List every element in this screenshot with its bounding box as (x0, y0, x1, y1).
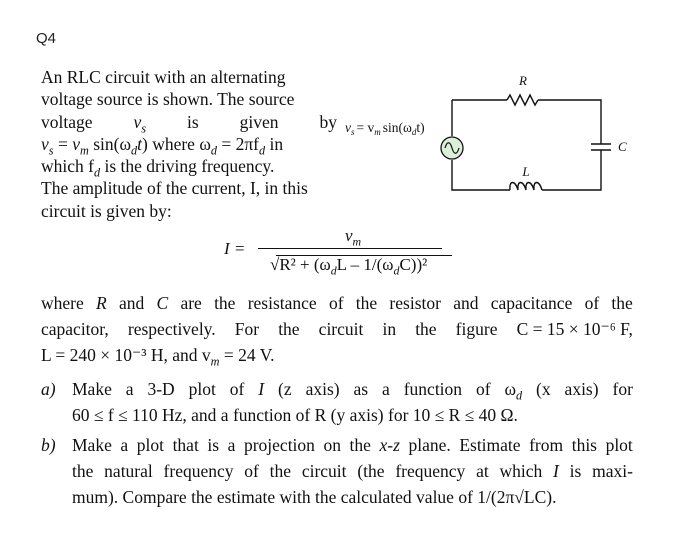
paragraph-line-1: where R and C are the resistance of the … (41, 293, 633, 313)
wire-bottom (451, 160, 510, 191)
intro-line-4: vs = vm sin(ωdt) where ωd = 2πfd in (41, 133, 284, 158)
intro-text: An RLC circuit with an alternating volta… (41, 66, 337, 222)
current-amplitude-formula: I = vm √R² + (ωdL – 1/(ωdC))² (0, 226, 700, 284)
formula-denominator: √R² + (ωdL – 1/(ωdC))² (270, 255, 428, 278)
intro-line-3: voltage vs is given by (41, 111, 337, 136)
formula-lhs: I = (224, 239, 246, 258)
inductor-label: L (521, 164, 529, 179)
word: by (319, 111, 337, 132)
item-a-line-1: Make a 3-D plot of I (z axis) as a funct… (72, 379, 633, 403)
wire-top-right (538, 99, 602, 144)
intro-line-7: circuit is given by: (41, 200, 172, 221)
word: given (239, 111, 279, 132)
sine-wave-icon (444, 142, 460, 154)
capacitor-label: C (618, 139, 627, 154)
intro-line-6: The amplitude of the current, I, in this (41, 178, 308, 199)
word-v-s: vs (133, 111, 147, 136)
item-b-line-2: the natural frequency of the circuit (th… (72, 461, 633, 481)
radical-overline (276, 255, 452, 256)
wire-right-bottom (542, 150, 602, 191)
inductor-symbol (509, 181, 543, 191)
intro-line-1: An RLC circuit with an alternating (41, 67, 286, 87)
intro-line-2: voltage source is shown. The source (41, 89, 295, 110)
given-values-paragraph: where R and C are the resistance of the … (41, 290, 633, 368)
resistor-label: R (518, 73, 527, 88)
item-b-line-3: mum). Compare the estimate with the calc… (72, 487, 557, 507)
paragraph-line-3: L = 240 × 10⁻³ H, and vm = 24 V. (41, 345, 275, 369)
paragraph-line-2: capacitor, respectively. For the circuit… (41, 319, 633, 339)
resistor-symbol (506, 93, 539, 107)
formula-numerator: vm (345, 226, 362, 249)
item-b-line-1: Make a plot that is a projection on the … (72, 435, 633, 455)
word: voltage (41, 111, 93, 132)
item-b-text: Make a plot that is a projection on the … (72, 432, 633, 510)
item-a-text: Make a 3-D plot of I (z axis) as a funct… (72, 376, 633, 428)
question-label: Q4 (36, 30, 57, 47)
fraction-bar (258, 248, 442, 249)
word: is (186, 111, 199, 132)
item-a-line-2: 60 ≤ f ≤ 110 Hz, and a function of R (y … (72, 405, 518, 425)
item-a-label: a) (41, 379, 56, 399)
item-b-label: b) (41, 435, 56, 455)
intro-line-5: which fd is the driving frequency. (41, 156, 275, 180)
